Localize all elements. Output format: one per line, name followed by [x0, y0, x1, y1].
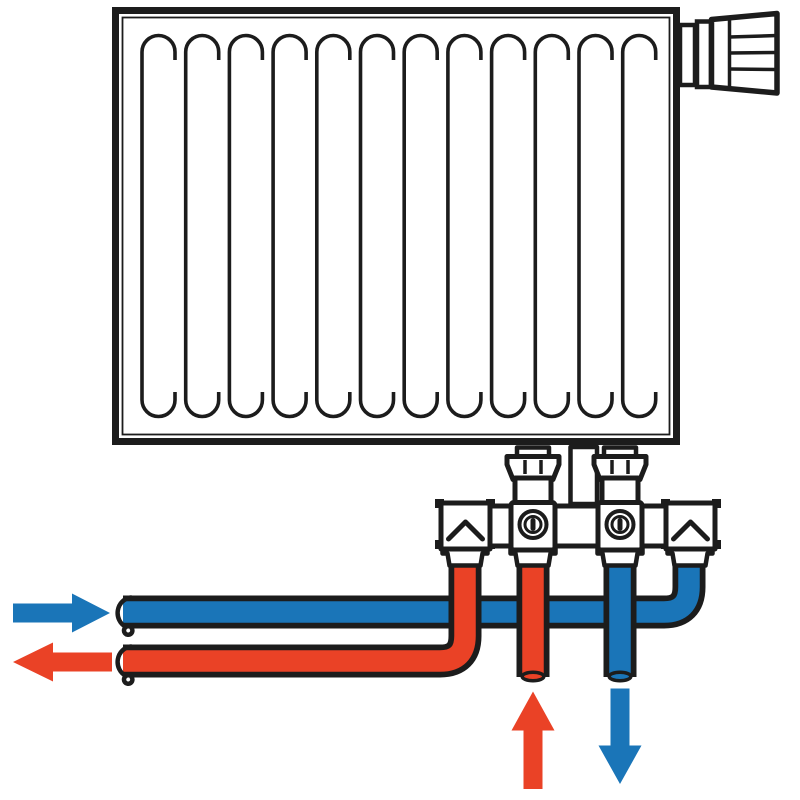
arrow-down-icon [598, 688, 642, 784]
pipes [115, 558, 706, 686]
radiator-inner-frame [121, 16, 671, 436]
valve-screw-slot [530, 518, 536, 531]
flow-arrows [13, 593, 642, 789]
valve-knob-ridge [729, 33, 778, 39]
valve-knob-ridge [729, 67, 778, 72]
shutoff-valve-body [508, 500, 558, 553]
chevron-up-icon [671, 519, 710, 542]
manifold-end-cap-left [438, 500, 493, 552]
manifold-end-cap-right [663, 500, 718, 552]
valve-knob-ridge [729, 50, 778, 55]
supply-stub-open-end [520, 670, 546, 683]
supply-pipe [123, 558, 476, 672]
return-pipe [123, 558, 700, 623]
thermostatic-valve-head [677, 10, 780, 96]
valve-neck [677, 22, 698, 88]
return-pipe-cut-end [115, 595, 135, 637]
arrow-left-icon [13, 642, 112, 682]
arrow-up-icon [511, 691, 555, 789]
valve-screw-slot [617, 518, 623, 531]
return-stub-open-end [607, 670, 633, 683]
radiator-tail-connection [591, 445, 649, 509]
bottom-valve-assembly [435, 444, 721, 568]
chevron-up-icon [446, 519, 485, 542]
radiator-panel [112, 7, 680, 445]
arrow-right-icon [13, 593, 110, 633]
shutoff-valve-body [595, 500, 645, 553]
supply-pipe-cut-end [115, 644, 135, 686]
radiator-tail-connection [504, 445, 562, 509]
radiator-outer-frame [112, 7, 680, 445]
